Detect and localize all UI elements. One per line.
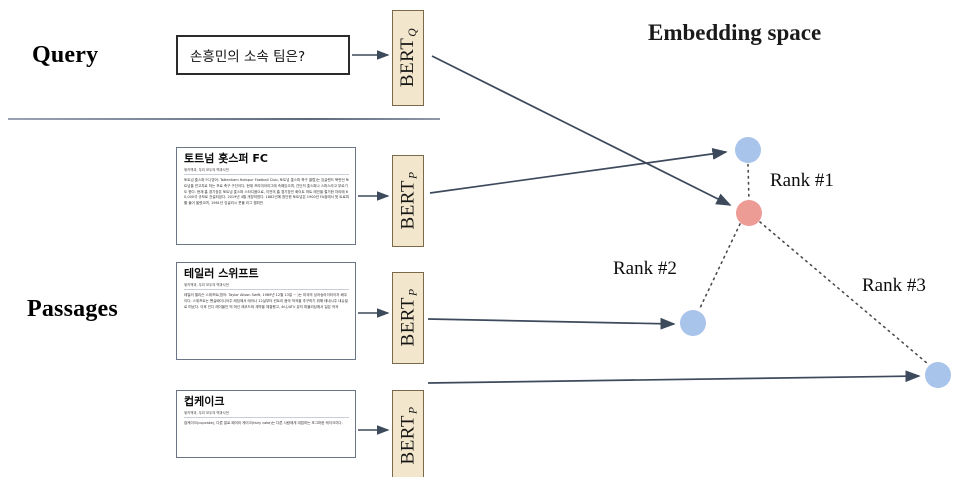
passage-body: 테일러 앨리슨 스위프트(영어: Taylor Alison Swift, 19… bbox=[184, 293, 348, 309]
query-section-label: Query bbox=[32, 42, 99, 68]
passage-embedding-dot bbox=[735, 137, 761, 163]
passage-card: 컵케이크 위키백과, 우리 모두의 백과사전 컵케이크(cupcake), 다른… bbox=[176, 390, 356, 458]
passage-title: 컵케이크 bbox=[184, 395, 225, 408]
bert-passage-encoder: BERTP bbox=[392, 390, 424, 477]
passage-subtitle: 위키백과, 우리 모두의 백과사전 bbox=[184, 168, 349, 176]
section-divider bbox=[8, 118, 440, 120]
passages-section-label: Passages bbox=[27, 296, 118, 322]
passage-embedding-dot bbox=[680, 310, 706, 336]
passage-card: 토트넘 홋스퍼 FC 위키백과, 우리 모두의 백과사전 토트넘 홋스퍼 FC(… bbox=[176, 147, 356, 245]
embedding-space-label: Embedding space bbox=[648, 20, 822, 45]
bert-passage-label: BERTP bbox=[397, 171, 420, 230]
query-embedding-dot bbox=[736, 200, 762, 226]
query-text: 손흥민의 소속 팀은? bbox=[190, 49, 306, 65]
passage-title: 테일러 스위프트 bbox=[184, 267, 259, 280]
query-text-box: 손흥민의 소속 팀은? bbox=[176, 35, 350, 75]
bert-passage-encoder: BERTP bbox=[392, 272, 424, 364]
arrow-passage1-to-embedding bbox=[427, 317, 676, 330]
bert-passage-label: BERTP bbox=[397, 288, 420, 347]
passage-card: 테일러 스위프트 위키백과, 우리 모두의 백과사전 테일러 앨리슨 스위프트(… bbox=[176, 262, 356, 360]
passage-body: 토트넘 홋스퍼 FC(영어: Tottenham Hotspur Footbal… bbox=[184, 178, 350, 206]
rank-label-1: Rank #1 bbox=[770, 170, 834, 191]
arrow-passage0-to-embedding bbox=[429, 147, 728, 194]
rank-label-2: Rank #2 bbox=[613, 258, 677, 279]
arrow-query-to-embedding bbox=[431, 55, 732, 206]
passage-subtitle: 위키백과, 우리 모두의 백과사전 bbox=[184, 411, 349, 419]
distance-rank1 bbox=[747, 163, 750, 203]
distance-rank2 bbox=[699, 223, 741, 309]
bert-query-encoder: BERTQ bbox=[392, 10, 424, 106]
rank-label-3: Rank #3 bbox=[862, 275, 926, 296]
arrow-passage2-to-embedding bbox=[427, 370, 921, 384]
passage-embedding-dot bbox=[925, 362, 951, 388]
bert-query-label: BERTQ bbox=[397, 27, 420, 88]
passage-body: 컵케이크(cupcake), 다른 말로 페어리 케이크(fairy cake)… bbox=[184, 421, 343, 426]
bert-passage-label: BERTP bbox=[397, 406, 420, 465]
passage-subtitle: 위키백과, 우리 모두의 백과사전 bbox=[184, 283, 349, 291]
passage-title: 토트넘 홋스퍼 FC bbox=[184, 152, 268, 165]
bert-passage-encoder: BERTP bbox=[392, 155, 424, 247]
